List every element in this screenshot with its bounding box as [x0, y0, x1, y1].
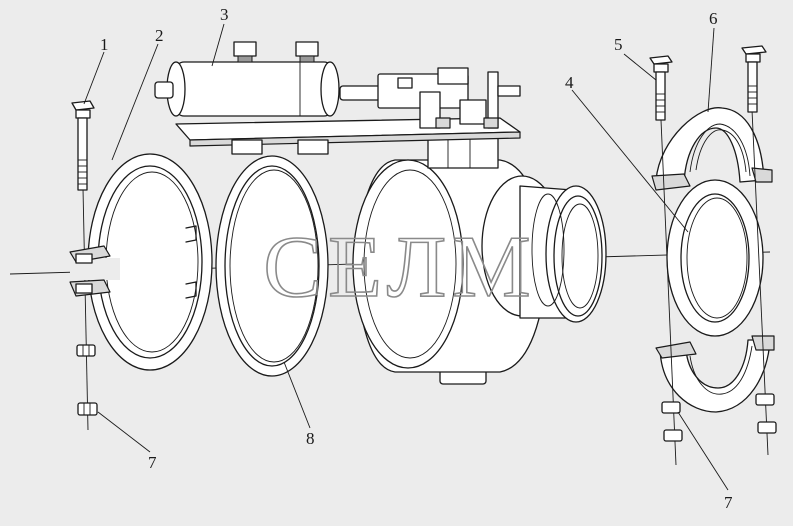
callout-6: 6	[709, 9, 718, 28]
callout-3: 3	[220, 5, 229, 24]
left-nut-upper	[76, 344, 96, 357]
callout-4: 4	[565, 73, 574, 92]
actuator-assembly	[154, 41, 521, 155]
left-nut-lower	[77, 402, 98, 416]
valve-body	[352, 137, 607, 385]
leader-lines	[83, 23, 729, 491]
callout-8: 8	[306, 429, 315, 448]
right-clamp-upper-half	[651, 107, 773, 191]
left-bolt-assembly	[71, 100, 98, 431]
gasket-ring	[215, 155, 329, 377]
callout-7-left: 7	[148, 453, 157, 472]
callout-7-right: 7	[724, 493, 733, 512]
callout-2: 2	[155, 26, 164, 45]
watermark-text: СЕЛМ	[263, 219, 536, 316]
callout-5: 5	[614, 35, 623, 54]
right-nuts	[661, 393, 777, 442]
left-clamp-ring	[69, 153, 213, 371]
callout-1: 1	[100, 35, 109, 54]
right-gasket-ring	[666, 179, 764, 337]
